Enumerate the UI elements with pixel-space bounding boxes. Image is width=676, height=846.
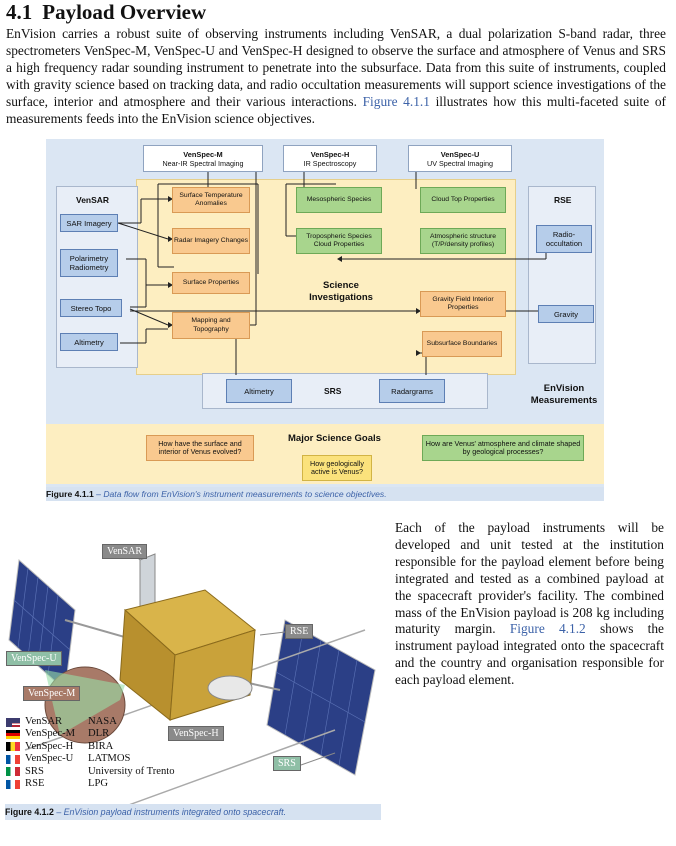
rse-radio-occultation: Radio-occultation [536,225,592,253]
radar-imagery-changes: Radar Imagery Changes [172,228,250,254]
be-flag-icon [6,742,20,752]
goals-title: Major Science Goals [288,433,381,444]
vensar-title: VenSAR [76,195,110,205]
goal-atmosphere-climate: How are Venus' atmosphere and climate sh… [422,435,584,461]
vensar-stereo-topo: Stereo Topo [60,299,122,317]
tag-srs: SRS [273,756,301,771]
spacecraft-drawing [8,549,376,811]
gravity-field-interior: Gravity Field Interior Properties [420,291,506,317]
fr-flag-icon [6,779,20,789]
mesospheric-species: Mesospheric Species [296,187,382,213]
mapping-and-topography: Mapping and Topography [172,312,250,339]
vensar-polarimetry: Polarimetry Radiometry [60,249,118,277]
rse-column [528,186,596,364]
vensar-sar-imagery: SAR Imagery [60,214,118,232]
subsurface-boundaries: Subsurface Boundaries [422,331,502,357]
side-text: Each of the payload instruments will be … [395,520,664,637]
intro-paragraph: EnVision carries a robust suite of obser… [6,26,666,127]
surface-properties: Surface Properties [172,272,250,294]
spacecraft-illustration: VenSAR RSE VenSpec-U VenSpec-M VenSpec-H… [5,520,381,822]
side-tail: shows the instrument payload integrated … [395,621,665,688]
science-investigations-label: Science Investigations [309,280,373,303]
srs-radargrams: Radargrams [379,379,445,403]
figure-1-caption: Figure 4.1.1 – Data flow from EnVision's… [46,487,604,501]
tag-venspec-m: VenSpec-M [23,686,81,701]
envision-measurements-label: EnVision Measurements [530,383,598,406]
goal-surface-interior: How have the surface and interior of Ven… [146,435,254,461]
intro-text: EnVision carries a robust suite of obser… [6,26,666,109]
fr-flag-icon [6,754,20,764]
section-number: 4.1 [6,0,33,24]
payload-paragraph: Each of the payload instruments will be … [395,520,664,689]
it-flag-icon [6,767,20,777]
cloud-top-properties: Cloud Top Properties [420,187,506,213]
figure-link[interactable]: Figure 4.1.2 [509,621,586,637]
intro-tail: illustrates how this multi-faceted suite… [6,93,666,126]
srs-title: SRS [324,386,342,396]
tropospheric-species: Tropospheric Species Cloud Properties [296,228,382,254]
figure-2-caption: Figure 4.1.2 – EnVision payload instrume… [5,804,381,820]
atmospheric-structure: Atmospheric structure (T/P/density profi… [420,228,506,254]
vensar-altimetry: Altimetry [60,333,118,351]
tag-venspec-u: VenSpec-U [6,651,62,666]
section-title: Payload Overview [42,0,207,24]
section-heading: 4.1 Payload Overview [6,0,206,25]
de-flag-icon [6,730,20,740]
tag-venspec-h: VenSpec-H [168,726,224,741]
us-flag-icon [6,717,20,727]
figure-link[interactable]: Figure 4.1.1 [362,93,430,109]
rse-gravity: Gravity [538,305,594,323]
surface-temperature-anomalies: Surface Temperature Anomalies [172,187,250,213]
goal-geologically-active: How geologically active is Venus? [302,455,372,481]
srs-altimetry: Altimetry [226,379,292,403]
tag-rse: RSE [285,624,314,639]
tag-vensar: VenSAR [102,544,148,559]
rse-title: RSE [554,195,572,205]
